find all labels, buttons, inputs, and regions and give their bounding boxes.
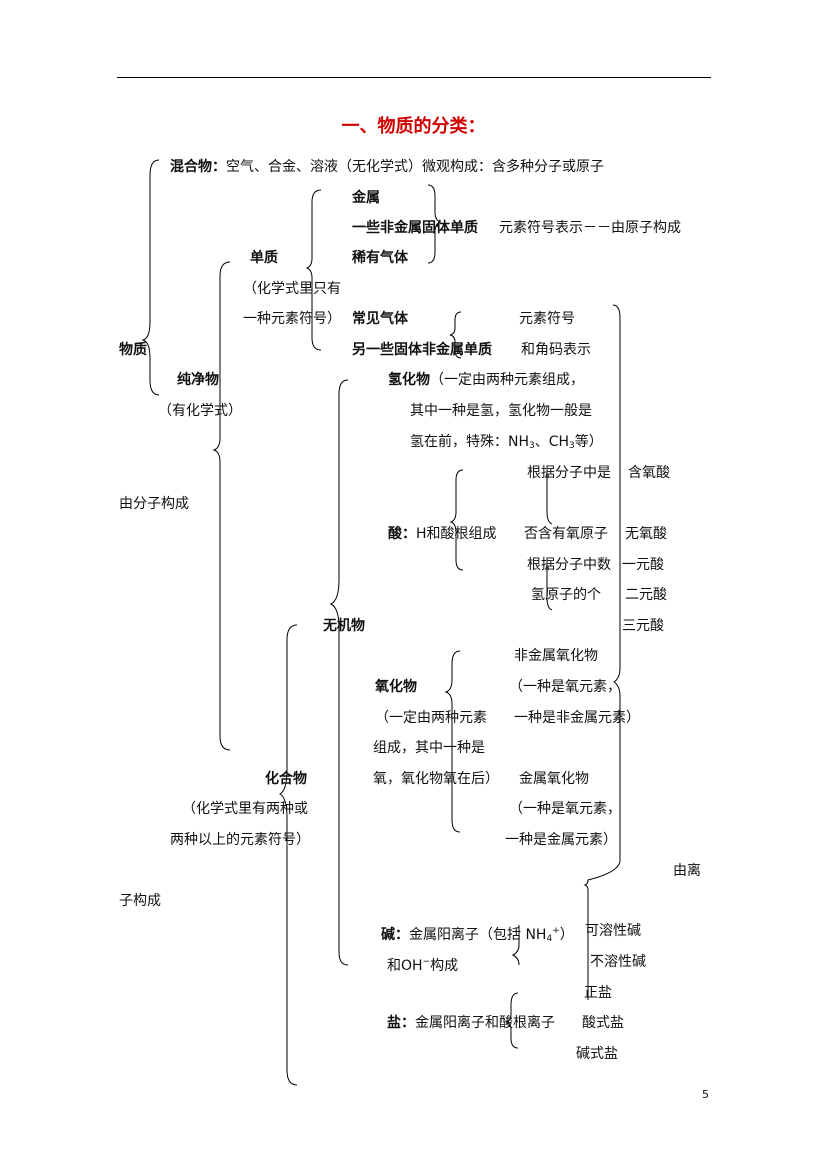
simple-brace [305, 189, 322, 351]
nonmetal-oxide-note-1: （一种是氧元素， [509, 679, 621, 695]
pure-substance-label: 纯净物 [177, 372, 219, 388]
base-brace [511, 925, 520, 966]
inorganic-brace [329, 379, 349, 966]
salt-text: 金属阳离子和酸根离子 [415, 1015, 555, 1031]
compound-label: 化合物 [265, 771, 307, 787]
acid-criterion-1: 根据分子中是 [527, 465, 611, 481]
symbol-note: 元素符号表示－－由原子构成 [499, 220, 681, 236]
ion-label-part-2: 子构成 [119, 893, 161, 909]
pure-brace [212, 261, 231, 751]
basic-salt-label: 碱式盐 [576, 1046, 618, 1062]
hydride-note-3-mid: 、CH [534, 434, 570, 450]
base-text-post: ） [559, 927, 574, 943]
acid-criterion-2: 否含有氧原子 [524, 526, 608, 542]
subscript-note: 和角码表示 [521, 342, 591, 358]
compound-note-2: 两种以上的元素符号） [170, 832, 310, 848]
acid-label: 酸： [388, 526, 416, 542]
acid-brace [449, 469, 464, 571]
noble-gas-label: 稀有气体 [352, 250, 408, 266]
metal-oxide-label: 金属氧化物 [519, 771, 589, 787]
common-gas-label: 常见气体 [352, 311, 408, 327]
inorganic-label: 无机物 [323, 618, 365, 634]
metal-oxide-note-2: 一种是金属元素） [505, 832, 617, 848]
hydride-note-2: 其中一种是氢，氢化物一般是 [410, 403, 592, 419]
molecule-label: 由分子构成 [119, 496, 189, 512]
base-line-2: 和OH−构成 [387, 953, 458, 975]
symbol-note-2: 元素符号 [519, 311, 575, 327]
hydride-note-3: 氢在前，特殊：NH3、CH3等） [410, 433, 603, 455]
oxide-note-2: 组成，其中一种是 [373, 740, 485, 756]
oxide-label: 氧化物 [375, 679, 417, 695]
simple-note-1: （化学式里只有 [243, 281, 341, 297]
acid-criterion-3: 根据分子中数 [527, 557, 611, 573]
compound-note-1: （化学式里有两种或 [182, 801, 308, 817]
base-text-pre: 金属阳离子（包括 NH [409, 927, 547, 943]
di-acid-label: 二元酸 [625, 587, 667, 603]
page-title: 一、物质的分类： [341, 116, 486, 137]
nonmetal-solid-label: 一些非金属固体单质 [352, 220, 478, 236]
acid-oxygen-brace [546, 470, 553, 525]
acid-criterion-4: 氢原子的个 [531, 587, 601, 603]
mono-acid-label: 一元酸 [622, 557, 664, 573]
pure-note: （有化学式） [158, 403, 242, 419]
non-oxy-acid-label: 无氧酸 [625, 526, 667, 542]
header-rule [117, 77, 711, 78]
salt-label: 盐： [387, 1015, 415, 1031]
acid-composition: H和酸根组成 [416, 526, 497, 542]
oh-superscript: − [422, 957, 431, 967]
mixture-line: 混合物：空气、合金、溶液（无化学式）微观构成：含多种分子或原子 [170, 158, 604, 176]
base-line-2-post: 构成 [430, 958, 459, 974]
hydride-label: 氢化物 [388, 372, 430, 388]
acid-count-brace [546, 560, 553, 611]
metal-group-brace [427, 184, 442, 264]
salt-brace [505, 992, 519, 1049]
oxy-acid-label: 含氧酸 [628, 465, 670, 481]
nonmetal-oxide-note-2: 一种是非金属元素） [514, 710, 640, 726]
nh4-superscript: + [552, 926, 560, 936]
oxide-note-1: （一定由两种元素 [375, 710, 487, 726]
nh3-subscript: 3 [529, 441, 535, 451]
nh4-subscript: 4 [546, 934, 553, 944]
base-line-2-pre: 和OH [387, 958, 423, 974]
matter-brace [141, 159, 160, 396]
tri-acid-label: 三元酸 [622, 618, 664, 634]
compound-brace [278, 624, 298, 1086]
simple-substance-label: 单质 [250, 250, 278, 266]
oxide-brace [444, 650, 461, 833]
metal-oxide-note-1: （一种是氧元素， [509, 801, 621, 817]
mixture-text: 空气、合金、溶液（无化学式）微观构成：含多种分子或原子 [226, 159, 604, 175]
metal-label: 金属 [352, 190, 380, 206]
gas-group-brace [449, 311, 462, 359]
ion-brace [583, 304, 621, 1000]
hydride-note-1: （一定由两种元素组成， [430, 372, 584, 388]
acid-line: 酸：H和酸根组成 [388, 525, 497, 543]
page-number: 5 [702, 1088, 709, 1101]
normal-salt-label: 正盐 [584, 985, 612, 1001]
simple-note-2: 一种元素符号） [243, 311, 341, 327]
base-line-1: 碱：金属阳离子（包括 NH4+） [381, 922, 574, 948]
nonmetal-oxide-label: 非金属氧化物 [514, 648, 598, 664]
ion-label-part-1: 由离 [673, 863, 701, 879]
base-label: 碱： [381, 927, 409, 943]
salt-line: 盐：金属阳离子和酸根离子 [387, 1014, 555, 1032]
insoluble-base-label: 不溶性碱 [590, 954, 646, 970]
matter-label: 物质 [119, 342, 147, 358]
mixture-label: 混合物： [170, 159, 226, 175]
hydride-note-3-pre: 氢在前，特殊：NH [410, 434, 529, 450]
hydride-note-3-post: 等） [574, 434, 603, 450]
other-nonmetal-label: 另一些固体非金属单质 [352, 342, 492, 358]
acid-salt-label: 酸式盐 [582, 1015, 624, 1031]
oxide-note-3: 氧，氧化物氧在后） [373, 771, 499, 787]
hydride-line-1: 氢化物（一定由两种元素组成， [388, 371, 584, 389]
soluble-base-label: 可溶性碱 [585, 923, 641, 939]
ch3-subscript: 3 [569, 441, 575, 451]
